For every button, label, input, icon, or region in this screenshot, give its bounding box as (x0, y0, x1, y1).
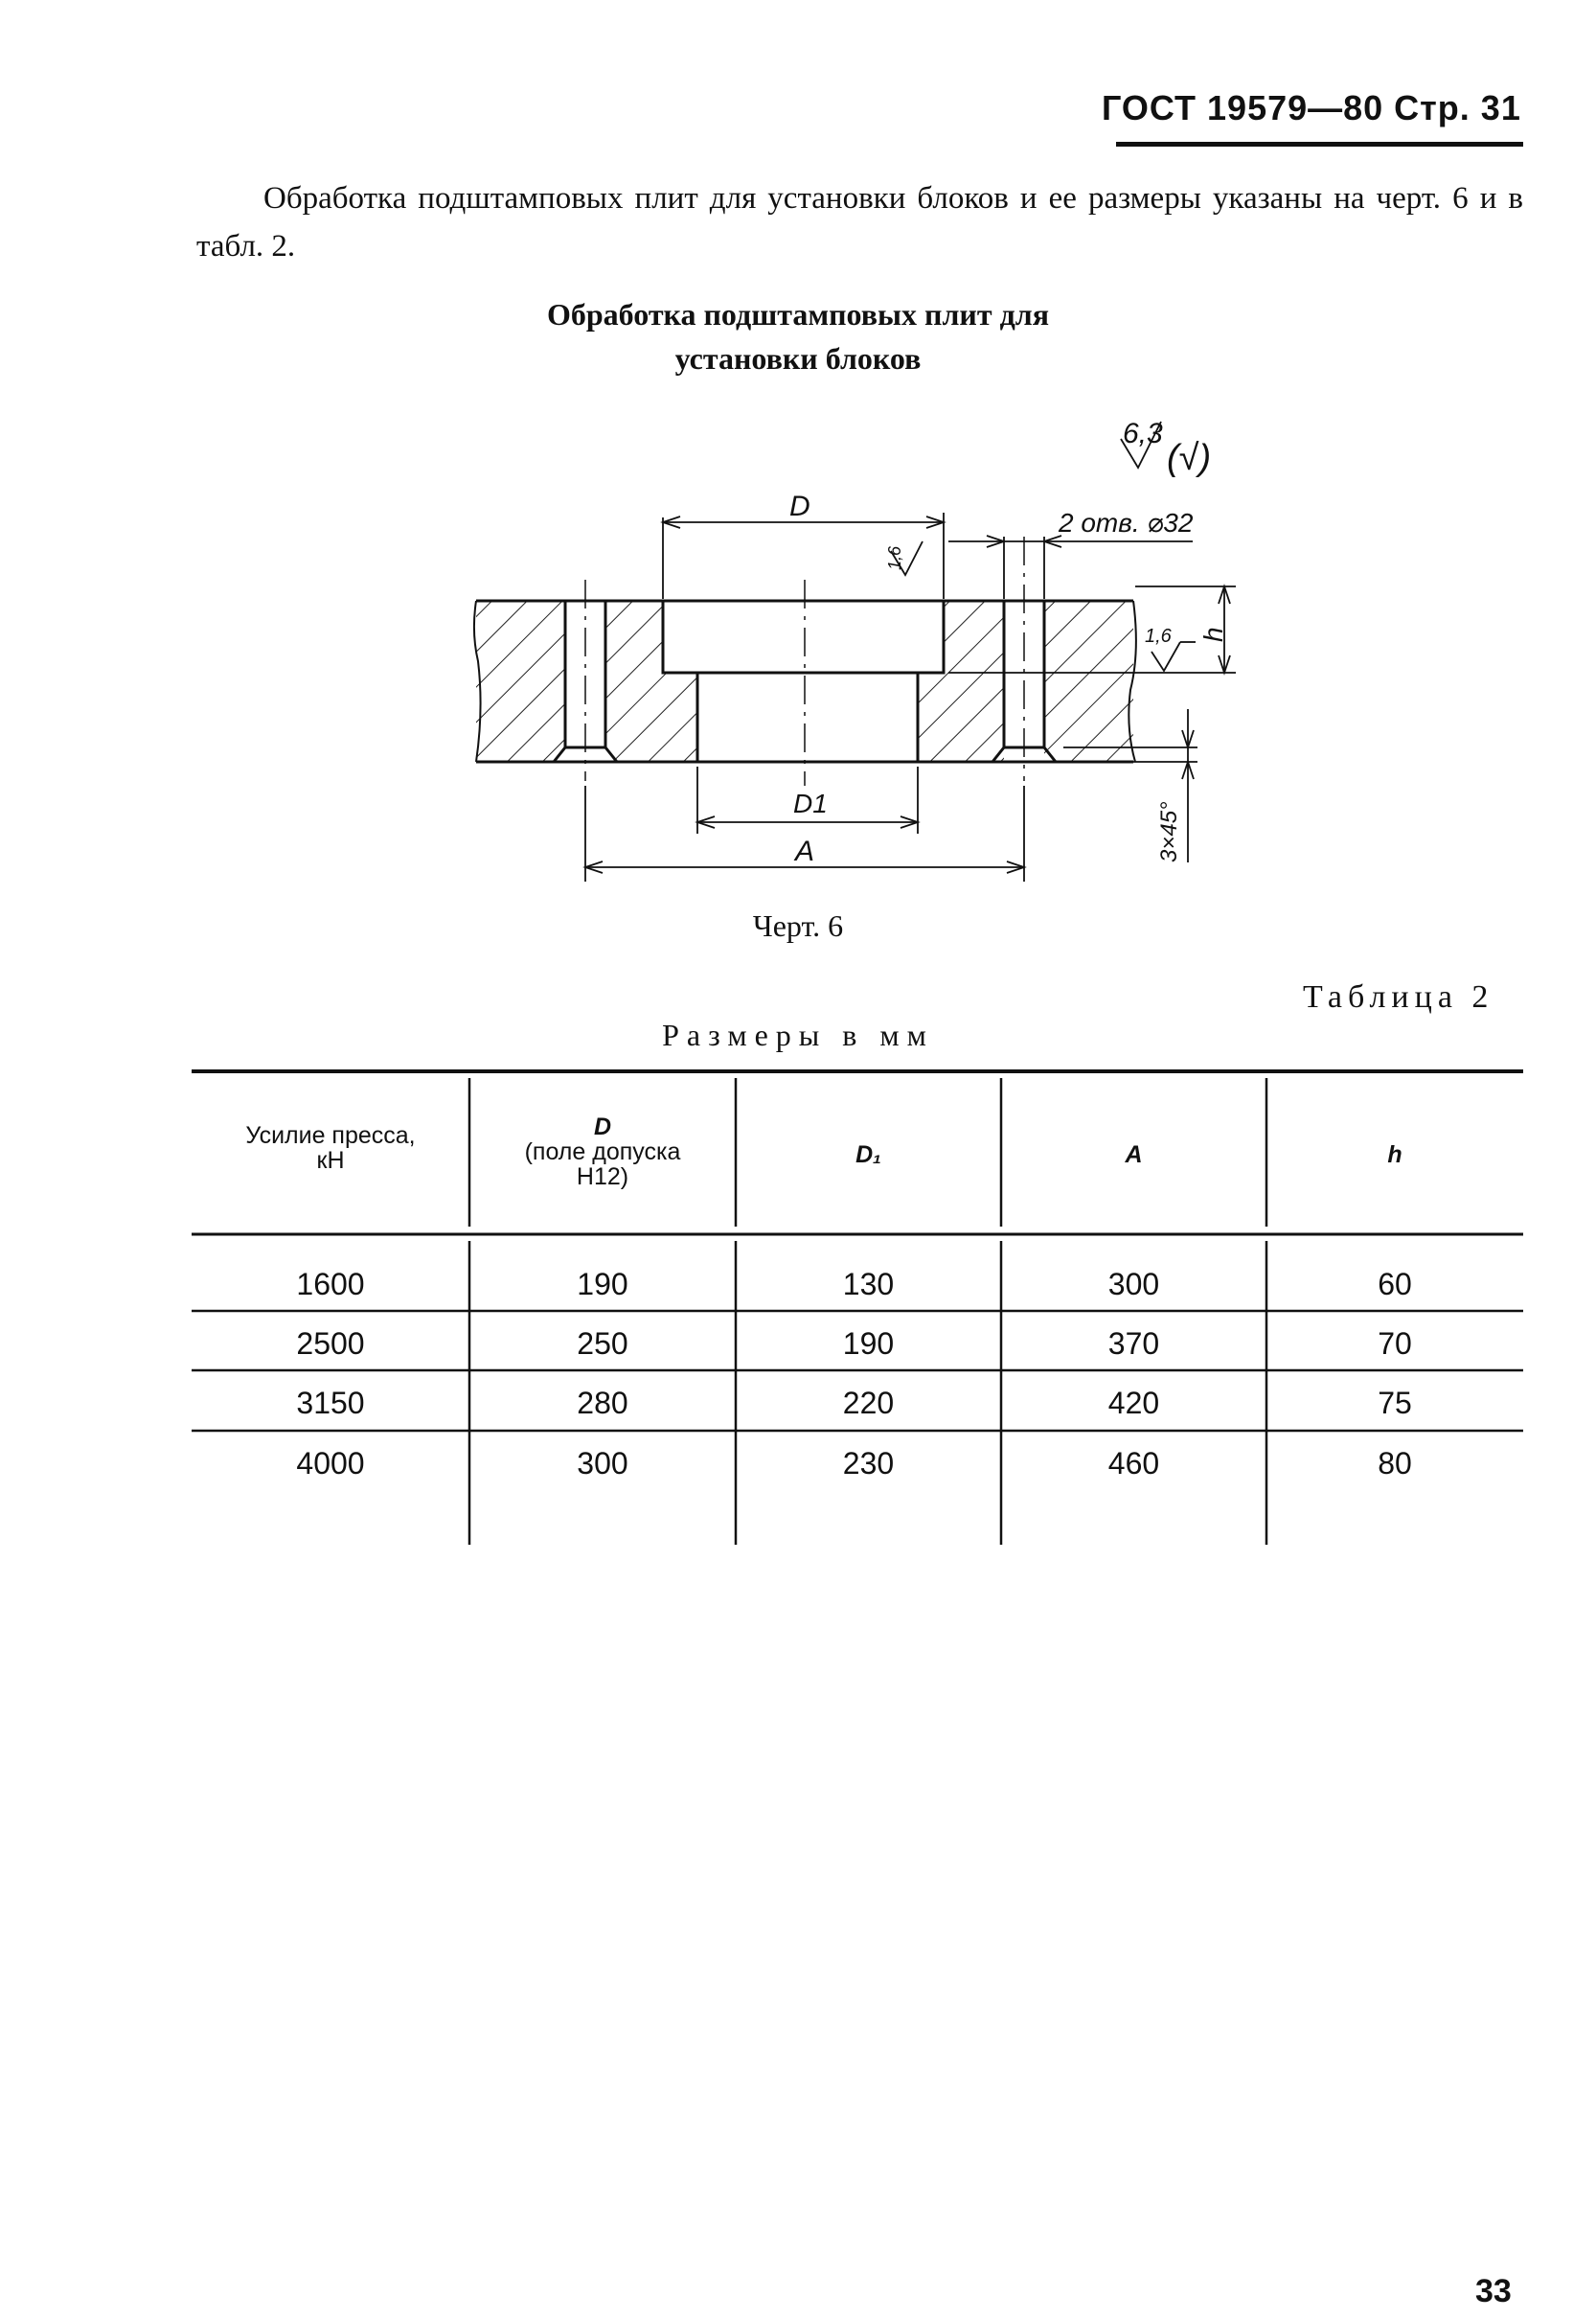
table-cell: 60 (1378, 1267, 1412, 1301)
table-cell: 230 (842, 1446, 895, 1481)
table-label: Таблица 2 (1303, 979, 1494, 1015)
dim-D1-label: D1 (793, 789, 828, 818)
figure-title-line2: установки блоков (674, 341, 922, 376)
col-header-D-line2: (поле допуска (524, 1138, 681, 1165)
col-header-D-line3: H12) (576, 1163, 629, 1190)
table-cell: 2500 (296, 1326, 365, 1361)
col-header-D-symbol: D (593, 1114, 612, 1140)
table-cell: 420 (1107, 1386, 1160, 1420)
dim-h-label: h (1198, 627, 1228, 642)
col-header-press-force-line2: кН (316, 1147, 345, 1174)
table-cell: 300 (1107, 1267, 1160, 1301)
dimension-lines (582, 421, 1236, 882)
col-header-h: h (1387, 1141, 1402, 1168)
table-cell: 190 (842, 1326, 895, 1361)
table-cell: 130 (842, 1267, 895, 1301)
table-cell: 460 (1107, 1446, 1160, 1481)
roughness-alt-label: (√) (1167, 438, 1211, 478)
table-cell: 190 (577, 1267, 628, 1301)
table-cell: 4000 (296, 1446, 365, 1481)
header-rule (1116, 142, 1523, 147)
chamfer-label: 3×45° (1156, 801, 1182, 862)
table-cell: 250 (577, 1326, 628, 1361)
units-label: Размеры в мм (662, 1018, 934, 1052)
dim-A-label: A (793, 836, 814, 867)
center-lines (584, 537, 1025, 786)
figure-title-line1: Обработка подштамповых плит для (546, 297, 1050, 332)
page-header: ГОСТ 19579—80 Стр. 31 (1102, 88, 1521, 127)
col-header-D: D (поле допуска H12) (469, 1114, 736, 1189)
technical-drawing: 6,3 (√) D 2 отв. ⌀32 D1 A h 1,6 1,6 3×45… (472, 418, 1236, 882)
table-cell: 300 (577, 1446, 628, 1481)
intro-paragraph: Обработка подштамповых плит для установк… (196, 181, 1523, 264)
table-cell: 220 (842, 1386, 895, 1420)
table-cell: 75 (1378, 1386, 1412, 1420)
hatched-section-left (476, 601, 697, 762)
roughness-16-label-a: 1,6 (885, 545, 904, 570)
table-cell: 1600 (296, 1267, 365, 1301)
table-grid (192, 1069, 1523, 1545)
roughness-label: 6,3 (1123, 418, 1163, 449)
table-cell: 3150 (296, 1386, 365, 1420)
page-number: 33 (1475, 2273, 1512, 2309)
table-cell: 70 (1378, 1326, 1412, 1361)
hatched-section-right (918, 601, 1133, 762)
roughness-16-label-b: 1,6 (1145, 626, 1173, 647)
dim-D-label: D (789, 491, 810, 522)
figure-caption: Черт. 6 (752, 908, 844, 943)
col-header-press-force: Усилие пресса, кН (192, 1123, 469, 1173)
table-cell: 80 (1378, 1446, 1412, 1481)
col-header-A: A (1125, 1141, 1143, 1168)
col-header-press-force-line1: Усилие пресса, (245, 1122, 416, 1149)
table-cell: 280 (577, 1386, 628, 1420)
holes-label: 2 отв. ⌀32 (1058, 508, 1194, 538)
table-cell: 370 (1107, 1326, 1160, 1361)
col-header-D1: D₁ (855, 1141, 881, 1168)
